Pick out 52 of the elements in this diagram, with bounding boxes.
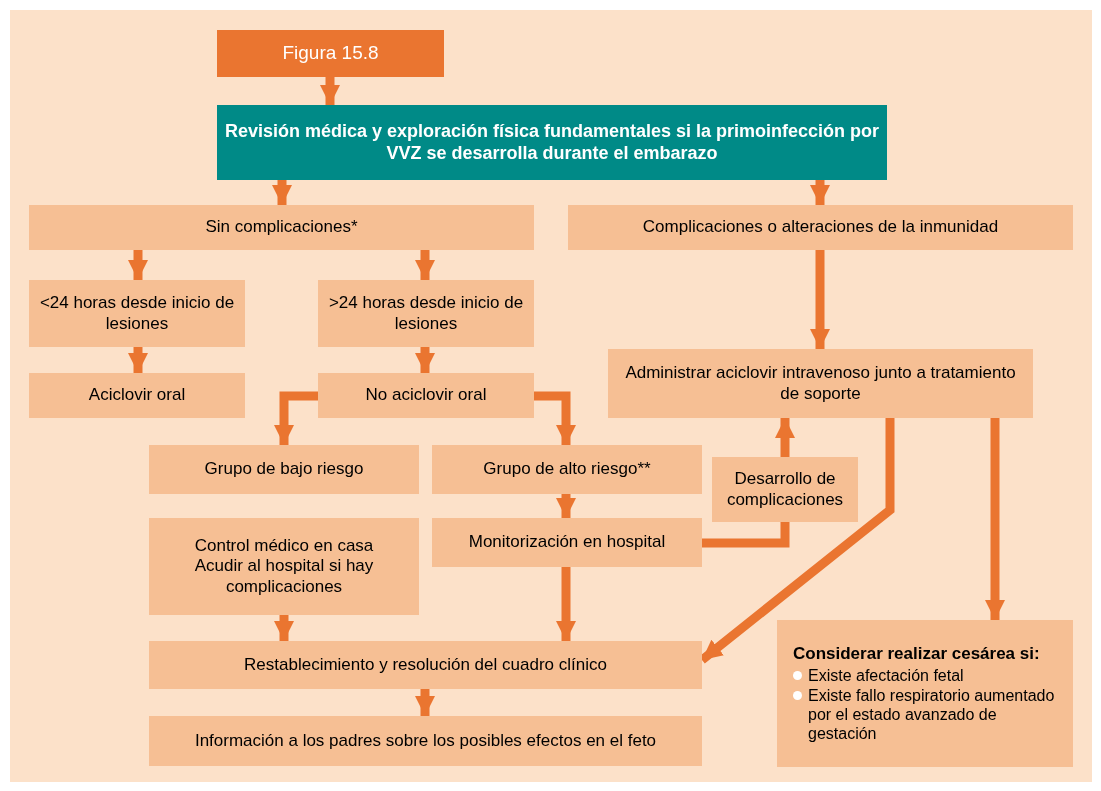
box-text: No aciclovir oral bbox=[365, 385, 487, 406]
box-text: <24 horas desde inicio de lesiones bbox=[38, 293, 236, 334]
box-text: Revisión médica y exploración física fundamentales si la primoinfección por VVZ se desarrolla durante el embarazo bbox=[223, 120, 881, 165]
process-box bbox=[608, 349, 1033, 418]
box-text: Aciclovir oral bbox=[88, 385, 186, 406]
box-text: Acudir al hospital si hay complicaciones bbox=[193, 556, 375, 598]
box-text: Sin complicaciones* bbox=[205, 217, 358, 238]
note-box bbox=[777, 620, 1073, 767]
box-text: >24 horas desde inicio de lesiones bbox=[327, 293, 525, 334]
process-box bbox=[432, 518, 702, 567]
box-text: Desarrollo de complicaciones bbox=[725, 469, 845, 510]
box-text: Monitorización en hospital bbox=[468, 532, 666, 553]
process-box bbox=[29, 373, 245, 418]
box-text: Información a los padres sobre los posibles efectos en el feto bbox=[194, 730, 657, 752]
process-box bbox=[149, 716, 702, 766]
box-text: Control médico en casa bbox=[194, 535, 374, 557]
arrow bbox=[556, 567, 576, 641]
process-box bbox=[149, 445, 419, 494]
box-text: Restablecimiento y resolución del cuadro clínico bbox=[244, 654, 607, 676]
arrow bbox=[810, 180, 830, 205]
figure-label-box bbox=[217, 30, 444, 77]
process-box bbox=[149, 641, 702, 689]
box-text: Administrar aciclovir intravenoso junto a tratamiento de soporte bbox=[624, 363, 1017, 404]
arrow bbox=[810, 250, 830, 349]
arrow bbox=[128, 347, 148, 373]
arrow bbox=[415, 250, 435, 280]
arrow bbox=[320, 77, 340, 105]
arrow bbox=[274, 615, 294, 641]
box-text: Grupo de alto riesgo** bbox=[483, 459, 651, 480]
process-box bbox=[29, 280, 245, 347]
process-box bbox=[712, 457, 858, 522]
arrow bbox=[128, 250, 148, 280]
arrow bbox=[985, 418, 1005, 620]
box-text: Grupo de bajo riesgo bbox=[204, 459, 364, 480]
arrow bbox=[534, 391, 576, 445]
arrow bbox=[415, 689, 435, 716]
arrow bbox=[775, 418, 795, 457]
process-box bbox=[149, 518, 419, 615]
process-box bbox=[29, 205, 534, 250]
process-box bbox=[318, 373, 534, 418]
bullet-text: Existe fallo respiratorio aumentado por el estado avanzado de gestación bbox=[808, 685, 1056, 744]
arrow bbox=[272, 180, 292, 205]
process-box bbox=[432, 445, 702, 494]
box-text: Complicaciones o alteraciones de la inmunidad bbox=[642, 217, 999, 238]
note-heading: Considerar realizar cesárea si: bbox=[793, 643, 1040, 665]
process-box bbox=[568, 205, 1073, 250]
process-box bbox=[318, 280, 534, 347]
arrow bbox=[556, 494, 576, 518]
arrow bbox=[415, 347, 435, 373]
bullet-text: Existe afectación fetal bbox=[808, 666, 964, 686]
box-text: Figura 15.8 bbox=[282, 42, 379, 65]
header-box bbox=[217, 105, 887, 180]
